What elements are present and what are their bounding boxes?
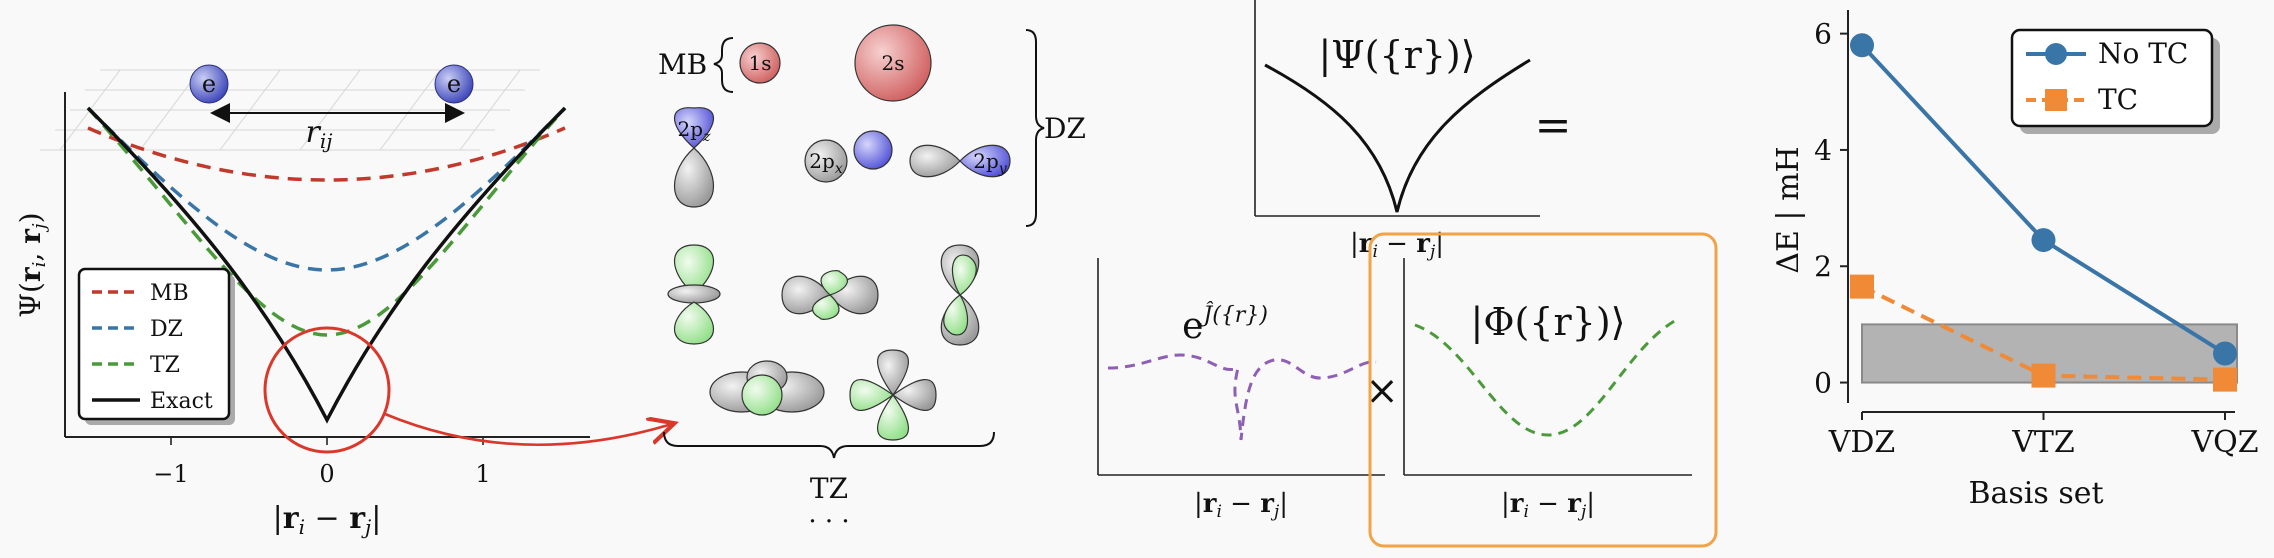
chart-ylabel: ΔE | mH <box>1771 146 1806 273</box>
x-tick-label-vtz: VTZ <box>2011 425 2075 460</box>
point-tc-vtz <box>2031 363 2056 388</box>
point-tc-vdz <box>1850 274 1874 299</box>
orbital-d-xz <box>940 244 980 346</box>
dz-label: DZ <box>1044 112 1086 145</box>
y-tick-label-0: 0 <box>1814 367 1832 400</box>
mb-label: MB <box>658 48 707 81</box>
jastrow-xlabel: |ri − rj| <box>1194 489 1288 522</box>
equals-sign: = <box>1535 100 1572 151</box>
electron-left <box>189 64 229 104</box>
orbital-2s-label: 2s <box>882 51 905 75</box>
panel-a-ylabel: Ψ(ri, rj) <box>14 212 50 317</box>
phi-curve <box>1414 316 1681 437</box>
curve-mb <box>87 126 566 182</box>
cusp-highlight-arrow <box>384 412 672 447</box>
legend-label-exact: Exact <box>150 389 213 414</box>
orbital-d-z2 <box>667 244 721 345</box>
point-no-tc-vdz <box>1850 33 1874 58</box>
phi-xlabel: |ri − rj| <box>1501 489 1595 522</box>
panel-a-legend: MB DZ TZ Exact <box>77 267 235 425</box>
panel-a-xlabel: |ri − rj| <box>273 501 382 539</box>
electron-left-label: e <box>202 70 216 98</box>
legend-marker-tc <box>2045 89 2067 111</box>
jastrow-curve <box>1107 353 1377 441</box>
point-no-tc-vtz <box>2031 228 2056 253</box>
cusp-highlight-circle <box>263 326 391 454</box>
phi-highlight-box <box>1368 232 1718 548</box>
panel-c-transcorrelation: |Ψ({r})⟩ |ri − rj| = eĴ({r}) |ri − rj| ×… <box>1097 0 1718 548</box>
panel-b-basis-sets: MB 1s 2s 2pz 2px 2py DZ <box>658 24 1086 537</box>
panel-a-x-tick-labels: −1 0 1 <box>153 460 490 488</box>
y-tick-label-6: 6 <box>1814 18 1832 51</box>
svg-text:2px: 2px <box>809 149 843 177</box>
tz-brace <box>663 431 995 459</box>
x-tick-label-vdz: VDZ <box>1828 425 1896 460</box>
dz-brace <box>1025 29 1045 227</box>
chart-legend: No TC TC <box>2010 28 2220 134</box>
y-tick-label-2: 2 <box>1814 250 1832 283</box>
distance-label: rij <box>306 115 333 153</box>
ellipsis: · · · <box>808 507 849 537</box>
tick-label-1: 1 <box>475 460 490 488</box>
legend-marker-no-tc <box>2045 43 2067 65</box>
orbital-1s <box>739 42 781 84</box>
orbital-2px: 2px <box>804 130 893 183</box>
legend-label-no-tc: No TC <box>2098 37 2188 70</box>
point-tc-vqz <box>2213 367 2237 392</box>
legend-label-mb: MB <box>150 281 189 306</box>
point-no-tc-vqz <box>2213 341 2237 366</box>
orbital-2s <box>854 24 932 102</box>
psi-label: |Ψ({r})⟩ <box>1318 33 1475 77</box>
orbital-2py: 2py <box>909 144 1011 178</box>
legend-label-tz: TZ <box>150 353 180 378</box>
panel-a-wavefunction-cusp: −1 0 1 e e rij Ψ(ri, rj) |ri − rj| MB DZ T… <box>14 64 672 539</box>
legend-label-dz: DZ <box>150 317 183 342</box>
panel-d-energy-chart: 0 2 4 6 VDZ VTZ VQZ ΔE | mH Basis set No TC TC <box>1771 10 2259 511</box>
electron-right-label: e <box>447 70 461 98</box>
y-tick-label-4: 4 <box>1814 134 1832 167</box>
x-tick-label-vqz: VQZ <box>2190 425 2258 460</box>
svg-text:2py: 2py <box>973 149 1008 177</box>
mb-brace <box>713 37 734 93</box>
svg-text:2pz: 2pz <box>678 117 712 145</box>
orbital-d-xy-a <box>781 270 879 320</box>
chemical-accuracy-band <box>1861 323 2238 384</box>
psi-curve <box>1264 58 1531 213</box>
panel-a-x-ticks <box>170 437 484 445</box>
tick-label-neg1: −1 <box>153 460 188 488</box>
legend-label-tc: TC <box>2098 83 2138 116</box>
orbital-d-x2y2 <box>849 349 937 441</box>
tick-label-0: 0 <box>319 460 334 488</box>
orbital-d-yz <box>709 360 825 416</box>
orbital-1s-label: 1s <box>749 51 772 75</box>
phi-label: |Φ({r})⟩ <box>1471 300 1626 344</box>
curve-tz <box>86 106 567 337</box>
orbital-2pz: 2pz <box>673 107 715 208</box>
curve-exact <box>86 106 567 424</box>
chart-xlabel: Basis set <box>1968 476 2103 511</box>
tz-label: TZ <box>810 472 848 505</box>
jastrow-label: eĴ({r}) <box>1182 301 1268 347</box>
